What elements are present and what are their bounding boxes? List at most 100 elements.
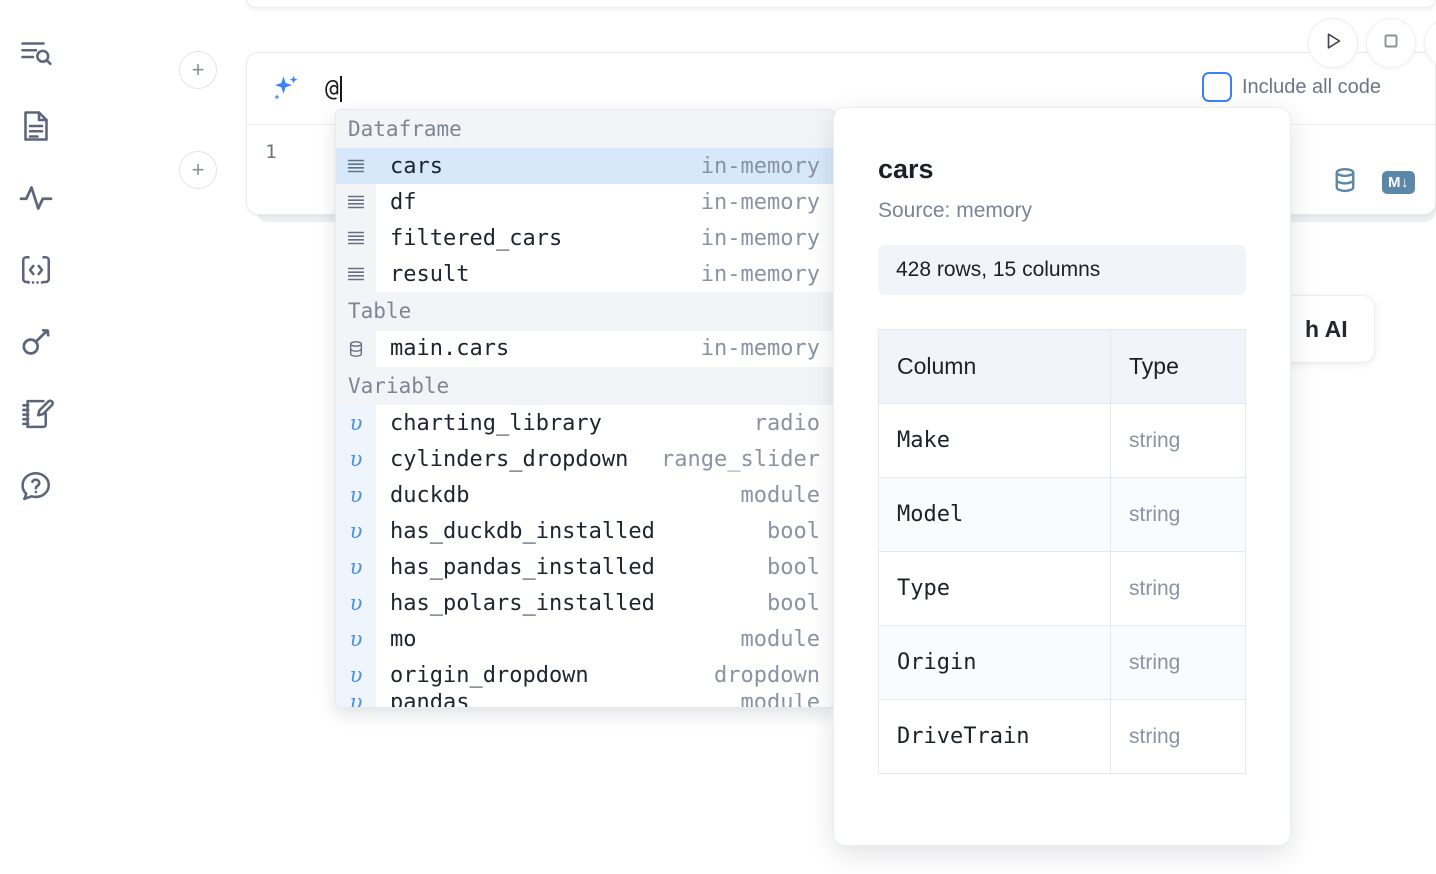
schema-column-type: string xyxy=(1110,477,1246,552)
autocomplete-item-kind: module xyxy=(740,626,820,652)
sidebar-item-snippets[interactable] xyxy=(8,234,64,306)
sidebar-item-secrets[interactable] xyxy=(8,306,64,378)
autocomplete-item-name: origin_dropdown xyxy=(390,662,589,688)
autocomplete-item-name: pandas xyxy=(390,693,470,708)
schema-header-type: Type xyxy=(1110,329,1246,404)
autocomplete-item-name: filtered_cars xyxy=(390,225,563,251)
autocomplete-item[interactable]: df in-memory xyxy=(336,184,834,221)
sidebar-item-scratchpad[interactable] xyxy=(8,378,64,450)
include-all-code-label: Include all code xyxy=(1242,75,1381,98)
include-all-code-checkbox[interactable] xyxy=(1202,72,1232,102)
markdown-letter: M xyxy=(1388,174,1401,191)
add-cell-below-button[interactable]: + xyxy=(179,151,217,189)
line-number: 1 xyxy=(265,141,277,163)
include-all-code-option[interactable]: Include all code xyxy=(1202,72,1381,102)
sidebar-item-file-explorer[interactable] xyxy=(8,18,64,90)
autocomplete-item-name: cylinders_dropdown xyxy=(390,446,629,472)
autocomplete-item-kind: radio xyxy=(753,410,820,436)
autocomplete-item-kind: bool xyxy=(767,590,820,616)
autocomplete-group-header: Variable xyxy=(336,366,834,406)
document-icon xyxy=(18,108,54,144)
ai-prompt-value: @ xyxy=(325,75,339,102)
play-icon xyxy=(1321,29,1345,58)
autocomplete-item-name: main.cars xyxy=(390,336,510,362)
variable-icon: υ xyxy=(336,621,376,658)
file-explorer-search-icon xyxy=(18,36,54,72)
sidebar-item-activity[interactable] xyxy=(8,162,64,234)
stop-cell-button[interactable] xyxy=(1366,18,1416,68)
autocomplete-item[interactable]: result in-memory xyxy=(336,256,834,293)
variable-icon: υ xyxy=(336,549,376,586)
dataframe-icon xyxy=(336,184,376,221)
markdown-icon[interactable]: M↓ xyxy=(1382,171,1415,194)
autocomplete-item-kind: module xyxy=(740,693,820,708)
add-cell-above-button[interactable]: + xyxy=(179,51,217,89)
schema-column-type: string xyxy=(1110,625,1246,700)
sidebar-item-help[interactable] xyxy=(8,450,64,522)
autocomplete-item-name: has_duckdb_installed xyxy=(390,518,655,544)
key-icon xyxy=(18,324,54,360)
autocomplete-item-name: duckdb xyxy=(390,482,470,508)
dataframe-icon xyxy=(336,220,376,257)
autocomplete-item-name: charting_library xyxy=(390,410,602,436)
dataframe-icon xyxy=(336,148,376,185)
dataframe-preview-panel: cars Source: memory 428 rows, 15 columns… xyxy=(833,107,1291,846)
autocomplete-item-name: cars xyxy=(390,153,443,179)
autocomplete-item-kind: in-memory xyxy=(700,261,820,287)
variable-icon: υ xyxy=(336,585,376,622)
database-icon[interactable] xyxy=(1330,165,1360,200)
left-icon-rail xyxy=(0,0,72,874)
autocomplete-item[interactable]: υ has_polars_installed bool xyxy=(336,585,834,622)
autocomplete-item-kind: bool xyxy=(767,554,820,580)
table-icon xyxy=(336,330,376,367)
autocomplete-item-kind: in-memory xyxy=(700,189,820,215)
autocomplete-group-header: Dataframe xyxy=(336,110,834,149)
autocomplete-item-kind: in-memory xyxy=(700,336,820,362)
code-editor-row[interactable]: 1 xyxy=(247,125,1435,213)
autocomplete-item-name: has_polars_installed xyxy=(390,590,655,616)
run-cell-button[interactable] xyxy=(1308,18,1358,68)
ai-prompt-input[interactable]: @ xyxy=(325,75,342,102)
autocomplete-item-name: df xyxy=(390,189,417,215)
autocomplete-item[interactable]: cars in-memory xyxy=(336,148,834,185)
sidebar-item-notebook-files[interactable] xyxy=(8,90,64,162)
schema-column-type: string xyxy=(1110,551,1246,626)
more-cell-actions-button[interactable] xyxy=(1424,18,1436,68)
schema-column-name: Origin xyxy=(878,625,1111,700)
previous-cell-edge xyxy=(246,0,1436,8)
schema-column-name: Type xyxy=(878,551,1111,626)
schema-header-row: Column Type xyxy=(878,329,1246,404)
sparkles-ai-icon xyxy=(269,72,303,106)
autocomplete-item[interactable]: filtered_cars in-memory xyxy=(336,220,834,257)
autocomplete-item[interactable]: υ origin_dropdown dropdown xyxy=(336,657,834,694)
schema-column-name: Make xyxy=(878,403,1111,478)
variable-icon: υ xyxy=(336,657,376,694)
generate-with-ai-button[interactable]: h AI xyxy=(1278,295,1375,363)
variable-icon: υ xyxy=(336,477,376,514)
schema-column-type: string xyxy=(1110,403,1246,478)
stop-icon xyxy=(1379,29,1403,58)
schema-column-name: DriveTrain xyxy=(878,699,1111,774)
autocomplete-item-kind: in-memory xyxy=(700,225,820,251)
preview-shape-badge: 428 rows, 15 columns xyxy=(878,245,1246,295)
notebook-edit-icon xyxy=(18,396,54,432)
activity-icon xyxy=(18,180,54,216)
autocomplete-item-kind: dropdown xyxy=(714,662,820,688)
autocomplete-item-kind: in-memory xyxy=(700,153,820,179)
autocomplete-item[interactable]: main.cars in-memory xyxy=(336,330,834,367)
autocomplete-item-name: result xyxy=(390,261,470,287)
code-snippet-icon xyxy=(18,252,54,288)
